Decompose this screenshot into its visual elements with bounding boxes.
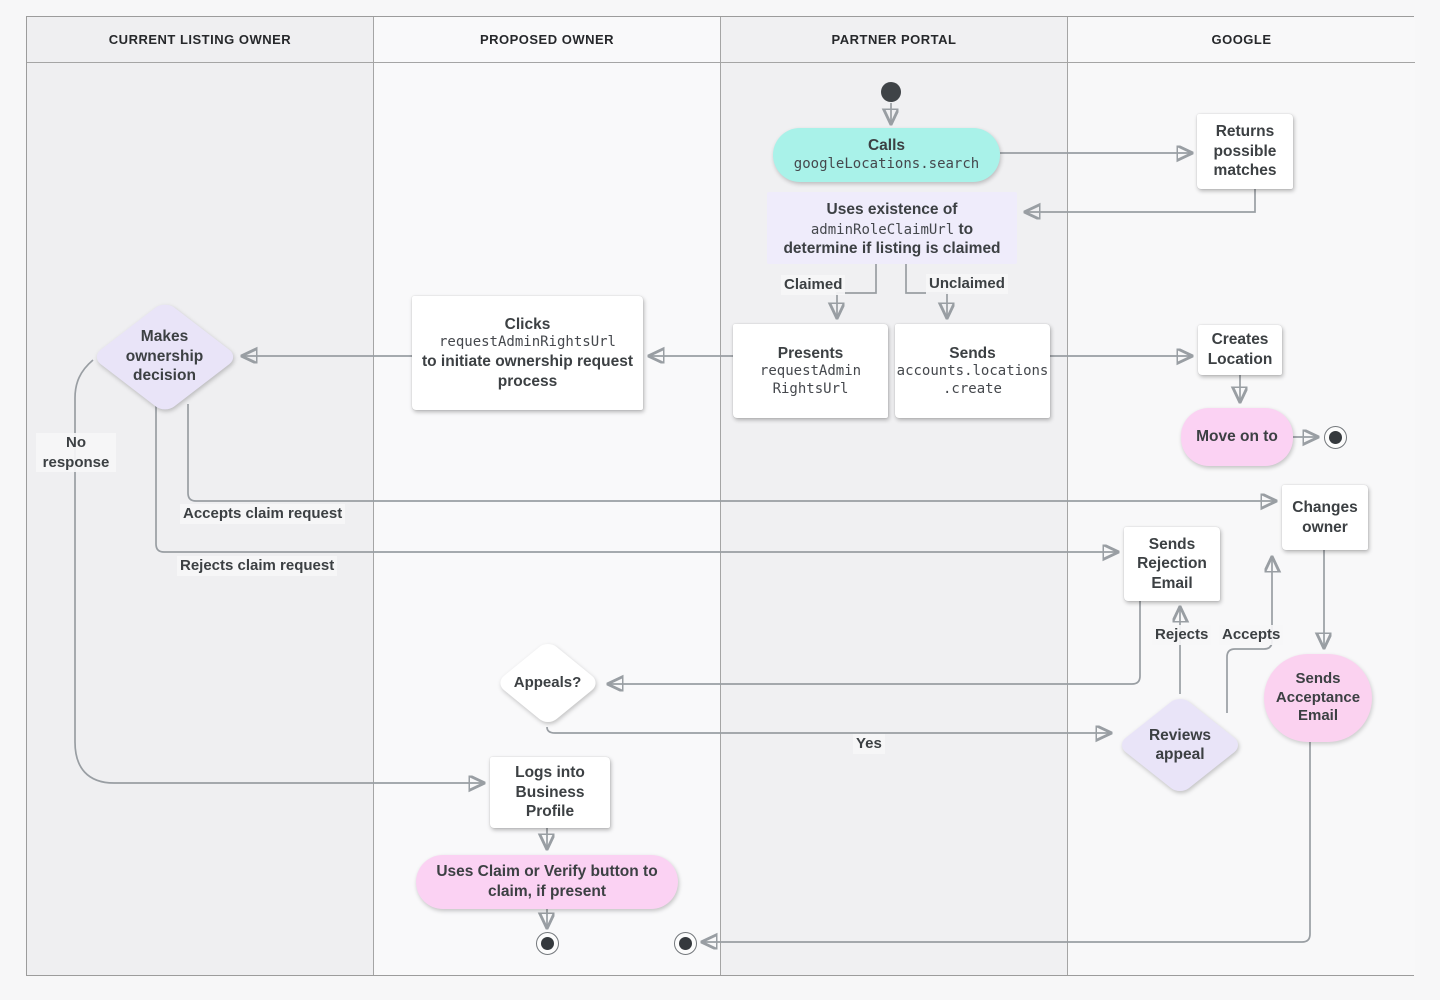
node-code: RightsUrl — [772, 380, 849, 397]
node-text: to initiate ownership request process — [422, 353, 633, 390]
edge-label-no-response: No response — [36, 433, 116, 472]
end-node-dot — [679, 937, 692, 950]
edge-label-unclaimed: Unclaimed — [926, 274, 1008, 294]
reviews-appeal-label: Reviews appeal — [1148, 726, 1212, 763]
node-label: Move on to — [1196, 428, 1278, 446]
edge-label-accepts: Accepts — [1219, 625, 1284, 645]
note-text: Uses existence of — [826, 201, 958, 218]
node-code: requestAdminRightsUrl — [438, 334, 616, 351]
start-node — [881, 82, 901, 102]
calls-google-locations-search-node: Calls googleLocations.search — [773, 128, 1000, 182]
end-node-after-claim — [536, 932, 559, 955]
clicks-request-admin-rights-url-node: Clicks requestAdminRightsUrl to initiate… — [412, 296, 643, 410]
creates-location-node: Creates Location — [1198, 325, 1282, 375]
sends-acceptance-email-node: Sends Acceptance Email — [1264, 654, 1372, 742]
lane-header-partner-portal: PARTNER PORTAL — [721, 17, 1067, 63]
edge-label-accepts-claim-request: Accepts claim request — [180, 504, 346, 524]
logs-into-business-profile-node: Logs into Business Profile — [490, 757, 610, 828]
edge-label-rejects: Rejects — [1152, 625, 1212, 645]
node-label: Sends Acceptance Email — [1275, 669, 1361, 725]
returns-possible-matches-node: Returns possible matches — [1197, 114, 1293, 189]
node-title: Calls — [867, 137, 906, 155]
uses-existence-note-node: Uses existence of adminRoleClaimUrl to d… — [767, 192, 1017, 264]
appeals-decision-label: Appeals? — [513, 673, 582, 691]
node-code: accounts.locations — [896, 363, 1049, 380]
makes-ownership-decision-label: Makes ownership decision — [125, 328, 204, 385]
end-node-after-move-on — [1324, 426, 1347, 449]
uses-claim-or-verify-button-node: Uses Claim or Verify button to claim, if… — [416, 855, 678, 909]
lane-header-current-listing-owner: CURRENT LISTING OWNER — [27, 17, 373, 63]
changes-owner-node: Changes owner — [1282, 485, 1368, 550]
node-title: Sends — [949, 344, 996, 362]
node-title: Clicks — [504, 315, 551, 333]
presents-request-admin-rights-url-node: Presents requestAdmin RightsUrl — [733, 324, 888, 418]
sends-accounts-locations-create-node: Sends accounts.locations .create — [895, 324, 1050, 418]
end-node-after-acceptance — [674, 932, 697, 955]
edge-label-claimed: Claimed — [781, 275, 846, 295]
node-label: Creates Location — [1207, 331, 1273, 368]
lane-header-google: GOOGLE — [1068, 17, 1415, 63]
note-code: adminRoleClaimUrl — [810, 221, 955, 238]
lane-proposed-owner: PROPOSED OWNER — [374, 17, 721, 975]
sends-rejection-email-node: Sends Rejection Email — [1124, 527, 1220, 601]
node-code: googleLocations.search — [793, 155, 980, 172]
node-label: Sends Rejection Email — [1137, 535, 1207, 592]
move-on-to-node: Move on to — [1181, 408, 1293, 466]
edge-label-yes: Yes — [853, 734, 885, 754]
lane-header-proposed-owner: PROPOSED OWNER — [374, 17, 720, 63]
node-label: Uses Claim or Verify button to claim, if… — [436, 863, 658, 900]
end-node-dot — [1329, 431, 1342, 444]
note-text: to determine if listing is claimed — [783, 220, 1001, 258]
node-code: requestAdmin — [759, 363, 862, 380]
node-label: Changes owner — [1292, 498, 1358, 536]
node-label: Returns possible matches — [1213, 123, 1277, 180]
end-node-dot — [541, 937, 554, 950]
node-label: Logs into Business Profile — [515, 764, 585, 821]
edge-label-rejects-claim-request: Rejects claim request — [177, 556, 338, 576]
node-code: .create — [942, 380, 1002, 397]
lane-current-listing-owner: CURRENT LISTING OWNER — [27, 17, 374, 975]
node-title: Presents — [777, 344, 844, 362]
